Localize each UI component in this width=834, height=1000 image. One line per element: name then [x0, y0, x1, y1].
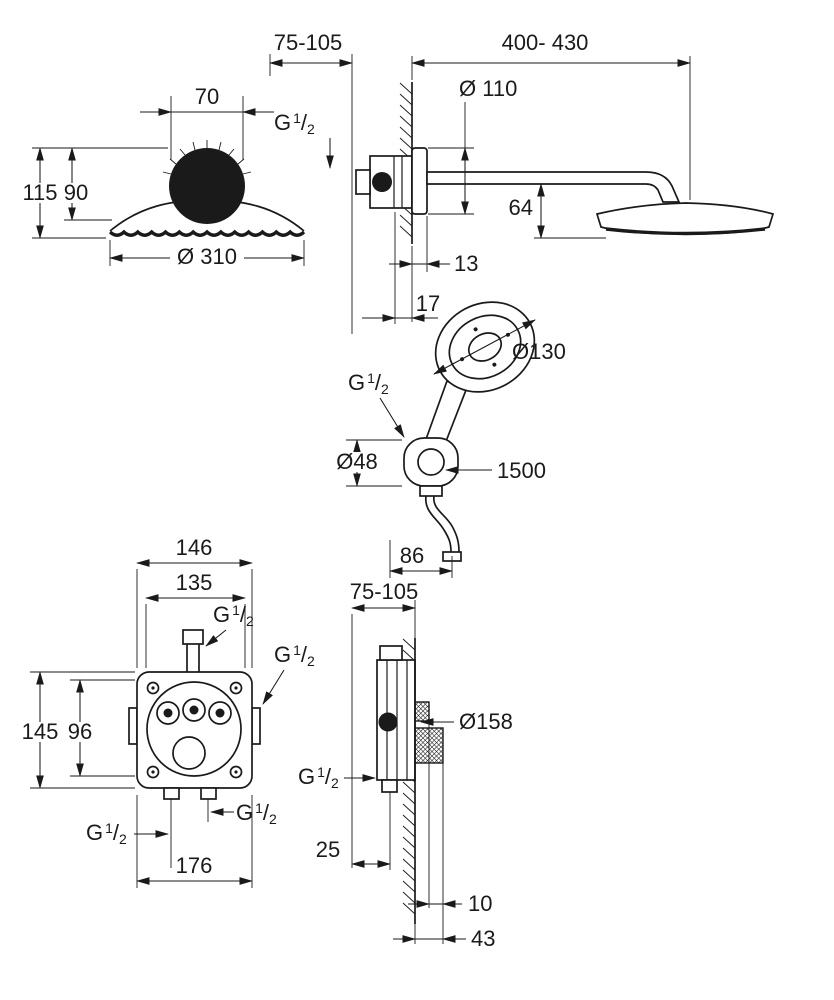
dim-25: 25 [316, 837, 391, 868]
dim-43-label: 43 [471, 926, 495, 951]
shower-holder [403, 437, 459, 487]
dim-13: 13 [389, 216, 478, 322]
dim-146-label: 146 [176, 535, 213, 560]
dim-13-label: 13 [454, 251, 478, 276]
head-spray-skirt [108, 229, 306, 237]
dim-115-label: 115 [22, 180, 57, 205]
valve-core [378, 712, 398, 732]
valve-inlet-stub [355, 169, 371, 195]
box-top-stub [379, 645, 403, 661]
dim-hose-length: 1500 [445, 458, 546, 483]
dim-10: 10 [408, 891, 492, 916]
dim-145-label: 145 [22, 719, 59, 744]
dim-96-label: 96 [68, 719, 92, 744]
dim-hand-dia: Ø130 [433, 319, 566, 375]
dim-range-depth-bottom: 75-105 [350, 579, 419, 868]
dim-86: 86 [389, 540, 453, 578]
head-sprayface-edge [605, 227, 766, 236]
dim-range-depth-top: 75-105 [269, 30, 353, 334]
dim-176-label: 176 [176, 853, 213, 878]
dim-1500-label: 1500 [497, 458, 546, 483]
dim-64-label: 64 [509, 195, 533, 220]
dim-310: Ø 310 [109, 240, 305, 269]
dim-310-label: Ø 310 [177, 244, 237, 269]
box-body [136, 671, 253, 789]
dim-75-105-label: 75-105 [350, 579, 419, 604]
dim-48-label: Ø48 [336, 449, 378, 474]
left-tab [128, 707, 138, 745]
escutcheon-side [411, 147, 428, 215]
dim-17: 17 [362, 212, 440, 324]
box-collar [146, 681, 242, 777]
dim-70-label: 70 [195, 84, 219, 109]
outlet-port [172, 736, 206, 770]
dim-90-label: 90 [64, 180, 88, 205]
swivel-ball [169, 148, 245, 224]
bottom-stub-left [163, 787, 180, 800]
holder-ring [417, 448, 445, 476]
dim-115: 115 [19, 147, 168, 239]
right-tab [251, 707, 261, 745]
threaded-connector-upper [414, 701, 430, 722]
shower-arm [426, 171, 681, 203]
dim-holder-dia: Ø48 [333, 439, 402, 487]
dim-86-label: 86 [400, 543, 424, 568]
dim-400-430-label: 400- 430 [502, 30, 589, 55]
dim-110-label: Ø 110 [459, 76, 517, 101]
dim-70: 70 [140, 84, 274, 160]
dim-90: 90 [61, 147, 112, 221]
dim-25-label: 25 [316, 837, 340, 862]
dim-176: 176 [136, 795, 253, 888]
dim-145: 145 [19, 671, 135, 789]
head-shower-front-view: 70 115 90 Ø 310 [19, 84, 306, 269]
dim-158-label: Ø158 [459, 709, 513, 734]
box-bottom-stub [381, 779, 398, 793]
top-pipe-cap [182, 629, 204, 645]
dim-135: 135 [145, 570, 246, 668]
dim-10-label: 10 [468, 891, 492, 916]
valve-cartridge [372, 172, 392, 192]
dim-96: 96 [64, 679, 135, 777]
dim-escutcheon-dia: Ø 110 [428, 76, 517, 215]
shower-hose [425, 495, 460, 553]
dim-75-105-label: 75-105 [274, 30, 343, 55]
dim-130-label: Ø130 [512, 339, 566, 364]
dim-135-label: 135 [176, 570, 213, 595]
dim-43: 43 [393, 926, 495, 951]
dim-range-reach: 400- 430 [411, 30, 691, 200]
swivel-knurl-ticks [162, 140, 252, 175]
dim-escutcheon-dia-158: Ø158 [420, 709, 513, 734]
hose-nut [419, 485, 443, 497]
dim-64: 64 [509, 183, 606, 239]
dim-17-label: 17 [416, 291, 440, 316]
dim-146: 146 [136, 535, 253, 668]
bottom-stub-right [200, 787, 217, 800]
